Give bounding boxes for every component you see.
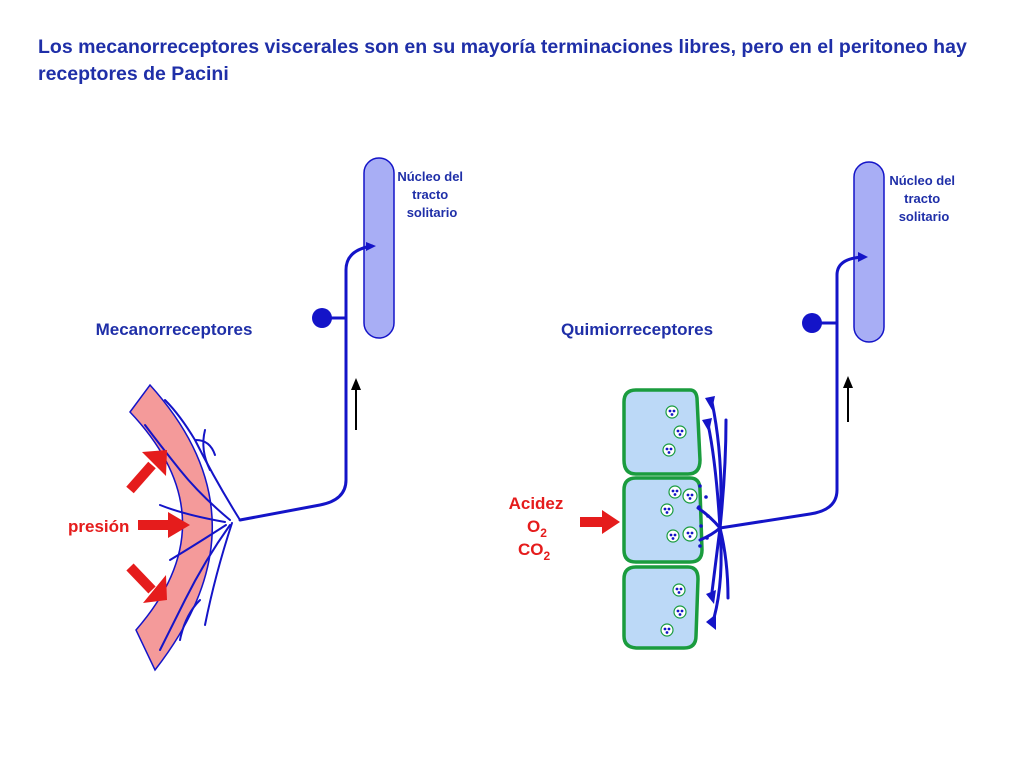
visceral-wall bbox=[129, 383, 213, 672]
stimulus-oxygen: O2 bbox=[527, 517, 547, 540]
nucleus-tractus-solitarius-right bbox=[853, 161, 885, 343]
chemoreceptor-panel: Núcleo del tracto solitario Quimiorrecep… bbox=[509, 161, 958, 650]
axon-terminal-left bbox=[366, 242, 376, 251]
pressure-arrows bbox=[126, 450, 190, 603]
mechanoreceptor-panel: Núcleo del tracto solitario Mecanorrecep… bbox=[68, 157, 466, 672]
ganglion-cell-body-left bbox=[312, 308, 332, 328]
nucleus-label-left: Núcleo del tracto solitario bbox=[397, 169, 466, 220]
free-nerve-endings bbox=[144, 399, 241, 651]
secretory-granules bbox=[660, 405, 698, 637]
peripheral-axon-right bbox=[718, 321, 839, 530]
axon-terminal-right bbox=[858, 252, 868, 262]
section-label-chemoreceptors: Quimiorreceptores bbox=[561, 320, 713, 339]
peripheral-axon-left bbox=[238, 316, 348, 522]
chemical-stimulus-arrow bbox=[580, 510, 620, 534]
page-title: Los mecanorreceptores viscerales son en … bbox=[38, 36, 967, 85]
stimulus-carbon-dioxide: CO2 bbox=[518, 540, 551, 563]
ganglion-cell-body-right bbox=[802, 313, 822, 333]
section-label-mechanoreceptors: Mecanorreceptores bbox=[96, 320, 253, 339]
epithelial-cells bbox=[622, 388, 704, 650]
nucleus-label-right: Núcleo del tracto solitario bbox=[889, 173, 958, 224]
sensory-nerve-terminals bbox=[696, 396, 730, 630]
stimulus-acidity: Acidez bbox=[509, 494, 564, 513]
pressure-label: presión bbox=[68, 517, 129, 536]
